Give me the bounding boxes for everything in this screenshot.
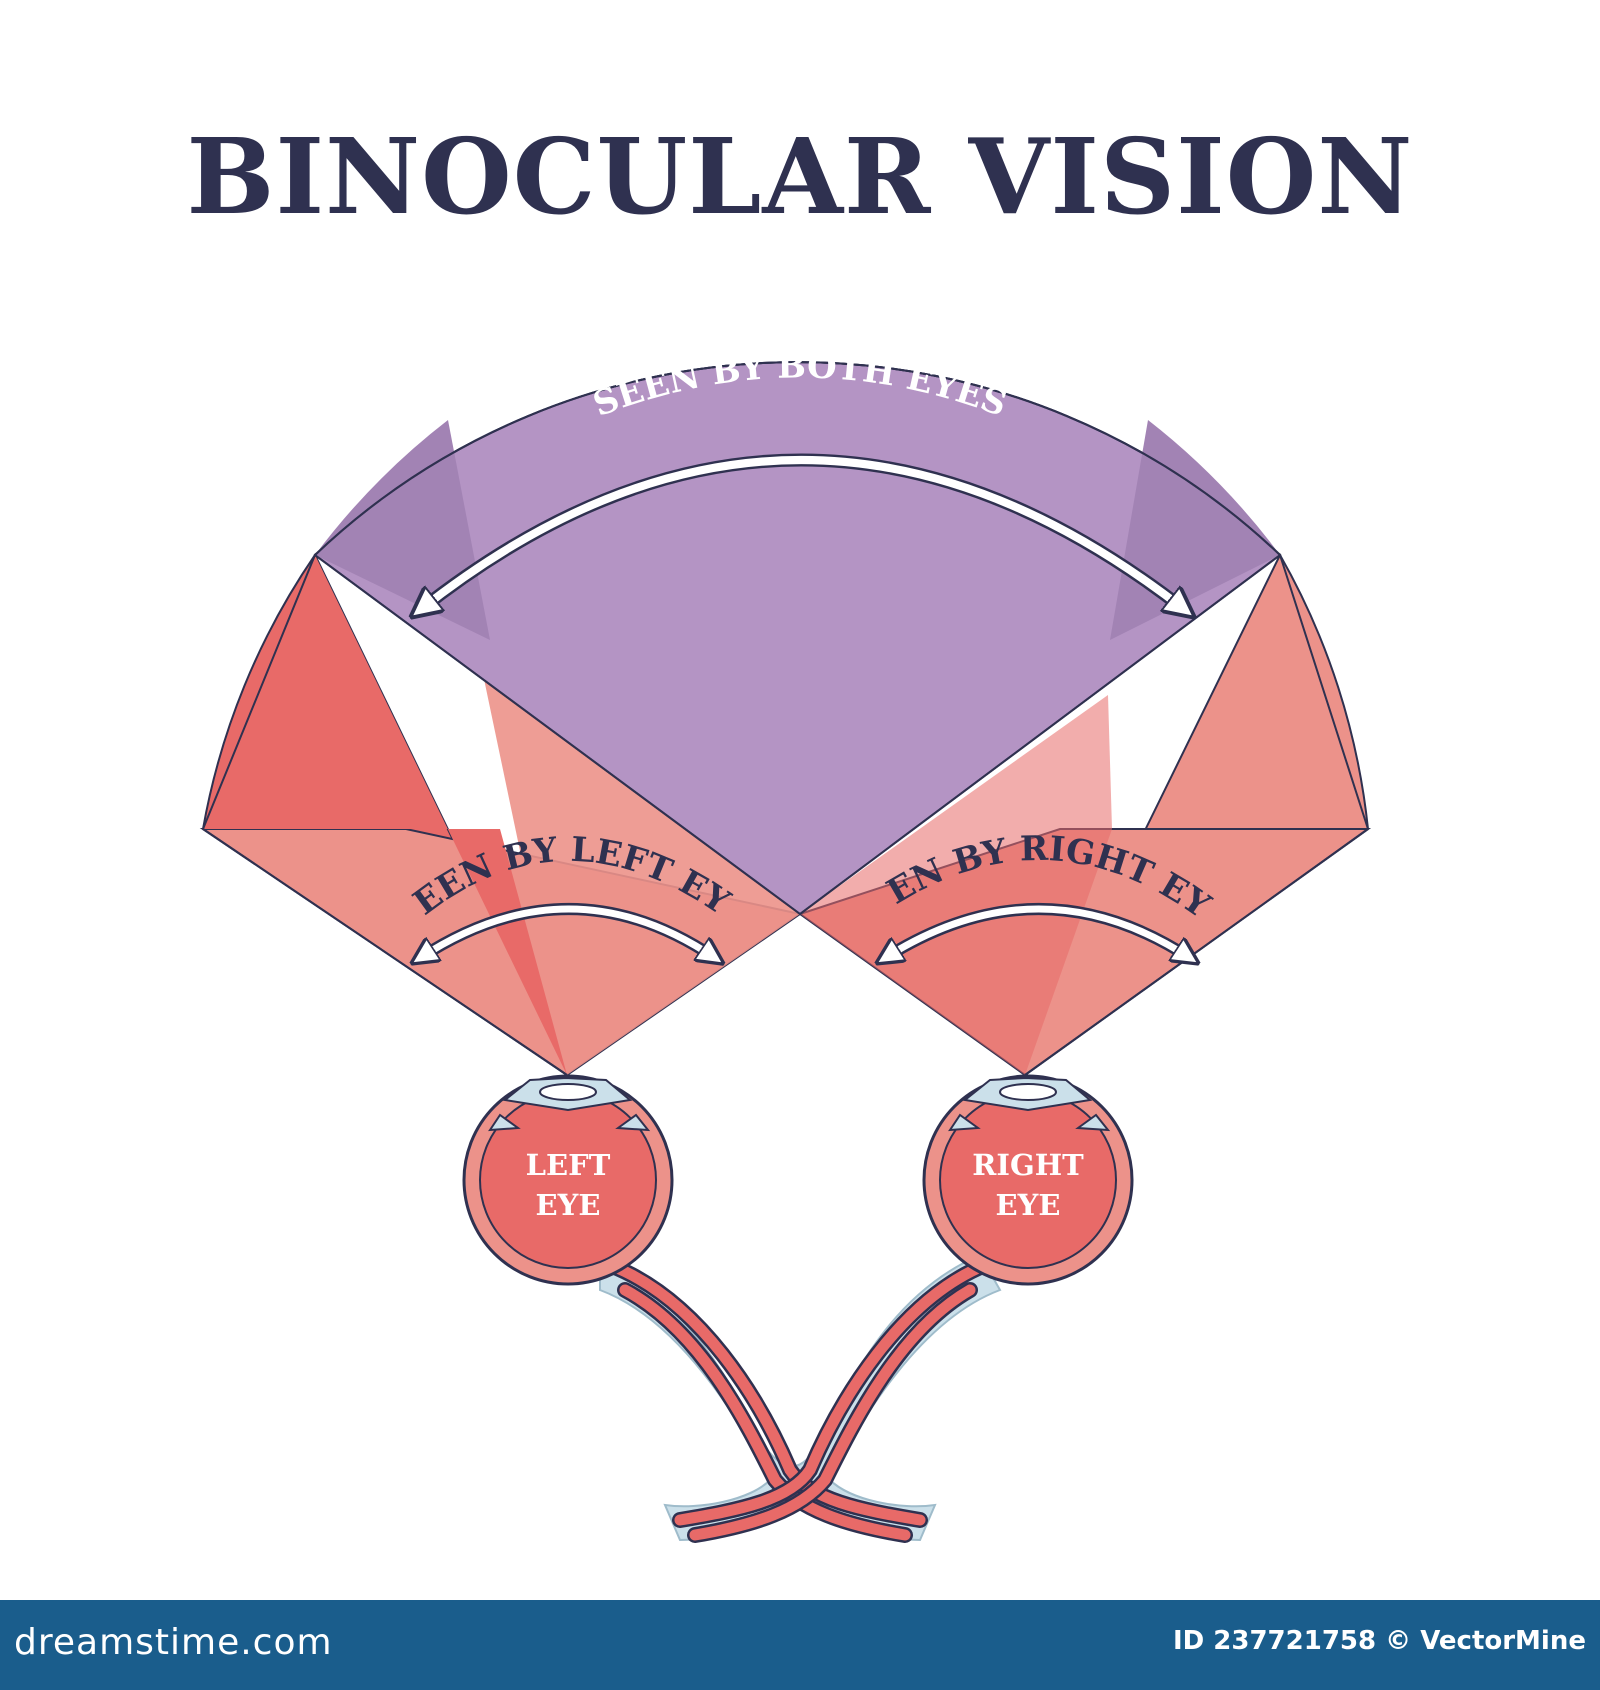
left-eye-label-line1: LEFT (526, 1148, 611, 1182)
footer-id-credit: ID 237721758 © VectorMine (1172, 1626, 1586, 1656)
footer-site[interactable]: dreamstime.com (14, 1622, 333, 1663)
right-eyeball (922, 1074, 1134, 1286)
fan-outline (202, 361, 1369, 830)
right-eye-field-inner-shade (800, 695, 1112, 1075)
page-title: BINOCULAR VISION (186, 115, 1414, 238)
left-eye-field-inner-shade (203, 555, 567, 1075)
left-eyeball (462, 1074, 674, 1286)
left-eye-field-light (480, 660, 800, 1075)
right-eye-label-line1: RIGHT (972, 1148, 1084, 1182)
left-eye-label-line2: EYE (536, 1188, 601, 1222)
footer-bar: dreamstime.com ID 237721758 © VectorMine (0, 1600, 1600, 1690)
right-eye-label-line2: EYE (996, 1188, 1061, 1222)
